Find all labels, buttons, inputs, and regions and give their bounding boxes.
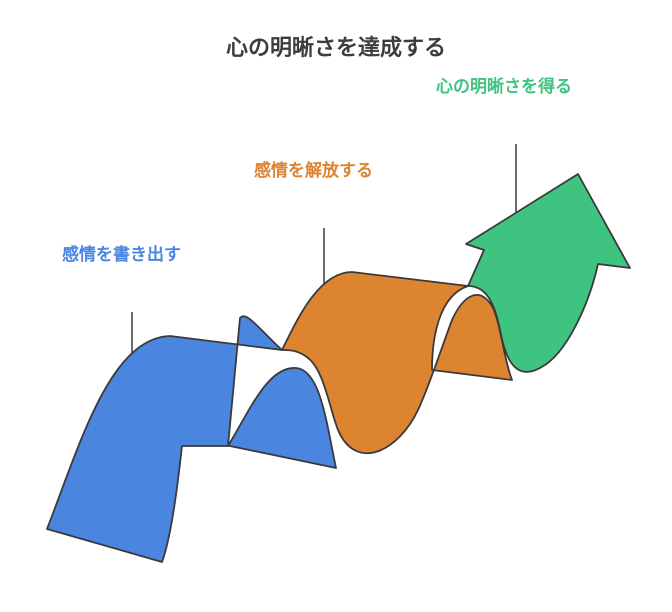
step-3-label: 心の明晰さを得る: [436, 77, 572, 97]
step-2-band-shape: [281, 271, 513, 455]
step-1-band-shape: [46, 315, 337, 563]
step-2-label: 感情を解放する: [254, 161, 373, 181]
step-1-label: 感情を書き出す: [62, 245, 181, 265]
step-3-arrow-shape: [465, 173, 631, 373]
diagram-title: 心の明晰さを達成する: [225, 36, 446, 61]
